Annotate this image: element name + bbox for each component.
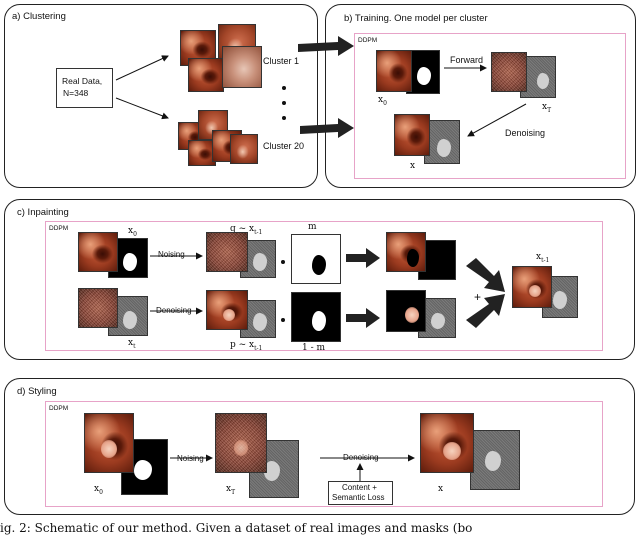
arrow-real-to-cluster1 xyxy=(115,55,169,81)
inpainting-one-minus-m-label: 1 - m xyxy=(302,343,326,353)
inpainting-p-label: p ~ xt-1 xyxy=(230,340,263,352)
thick-arrow-cluster20-to-training xyxy=(300,118,354,138)
inpainting-m-mask xyxy=(291,234,341,284)
inpainting-xt-label: xt xyxy=(128,338,136,350)
inpainting-x0-label: x0 xyxy=(128,226,137,238)
training-x-mask xyxy=(424,120,460,164)
cluster1-image-3 xyxy=(188,58,224,92)
training-ddpm-label: DDPM xyxy=(358,37,378,44)
cluster20-image-3 xyxy=(188,140,216,166)
panel-inpainting-title: c) Inpainting xyxy=(17,207,69,218)
styling-ddpm-box xyxy=(45,401,603,507)
ellipsis-dot-3 xyxy=(282,116,286,120)
inpainting-one-minus-m-mask xyxy=(291,292,341,342)
styling-x-image xyxy=(420,413,474,473)
thick-arrow-bottom-combine xyxy=(346,308,380,328)
inpainting-plus-sign: + xyxy=(474,290,482,304)
styling-x0-image xyxy=(84,413,134,473)
training-x0-label: x0 xyxy=(378,95,387,107)
arrow-real-to-cluster20 xyxy=(115,97,169,120)
loss-label-line1: Content + xyxy=(342,483,377,492)
multiply-dot-top xyxy=(281,260,285,264)
styling-ddpm-label: DDPM xyxy=(49,405,69,412)
styling-x-mask xyxy=(470,430,520,490)
styling-xT-image xyxy=(215,413,267,473)
thick-arrow-cluster1-to-training xyxy=(298,36,354,56)
training-x-image xyxy=(394,114,430,156)
inpainting-q-label: q ~ xt-1 xyxy=(230,224,263,236)
panel-styling-title: d) Styling xyxy=(17,386,57,397)
styling-x0-label: x0 xyxy=(94,484,103,496)
real-data-box xyxy=(56,68,113,108)
training-x0-image xyxy=(376,50,412,92)
inpainting-bottom-result-image xyxy=(386,290,426,332)
training-forward-label: Forward xyxy=(450,55,484,65)
inpainting-ddpm-label: DDPM xyxy=(49,225,69,232)
inpainting-ddpm-box xyxy=(45,221,603,351)
styling-x-label: x xyxy=(438,484,444,494)
inpainting-top-result-image xyxy=(386,232,426,272)
inpainting-xt1-image xyxy=(512,266,552,308)
cluster-20-label: Cluster 20 xyxy=(263,141,305,151)
arrow-denoising xyxy=(467,103,527,137)
panel-inpainting xyxy=(4,199,635,360)
training-xT-label: xT xyxy=(542,102,552,114)
inpainting-m-label: m xyxy=(308,222,317,232)
thick-arrow-bottom-to-result xyxy=(466,294,505,328)
styling-xT-label: xT xyxy=(226,484,236,496)
training-x-label: x xyxy=(410,161,416,171)
real-data-label-line2: N=348 xyxy=(63,88,89,98)
thick-arrow-top-combine xyxy=(346,248,380,268)
inpainting-noising-label: Noising xyxy=(158,250,185,259)
cluster1-image-4 xyxy=(222,46,262,88)
inpainting-x0-image xyxy=(78,232,118,272)
training-xT-image xyxy=(491,52,527,92)
panel-clustering-title: a) Clustering xyxy=(12,11,66,22)
loss-label-line2: Semantic Loss xyxy=(332,493,385,502)
panel-training-title: b) Training. One model per cluster xyxy=(344,13,488,24)
inpainting-q-image xyxy=(206,232,248,272)
inpainting-xt-image xyxy=(78,288,118,328)
multiply-dot-bottom xyxy=(281,318,285,322)
real-data-label-line1: Real Data, xyxy=(62,76,103,86)
panel-clustering xyxy=(4,4,318,188)
figure-caption: ig. 2: Schematic of our method. Given a … xyxy=(0,521,473,535)
loss-box xyxy=(328,481,393,505)
training-denoising-label: Denoising xyxy=(505,128,546,138)
inpainting-xt1-label: xt-1 xyxy=(536,252,550,264)
thick-arrow-top-to-result xyxy=(466,258,505,292)
cluster-1-label: Cluster 1 xyxy=(263,56,300,66)
inpainting-p-image xyxy=(206,290,248,330)
panel-styling xyxy=(4,378,635,515)
cluster20-image-5 xyxy=(230,134,258,164)
training-ddpm-box xyxy=(354,33,626,179)
ellipsis-dot-2 xyxy=(282,101,286,105)
panel-training xyxy=(325,4,636,188)
ellipsis-dot-1 xyxy=(282,86,286,90)
